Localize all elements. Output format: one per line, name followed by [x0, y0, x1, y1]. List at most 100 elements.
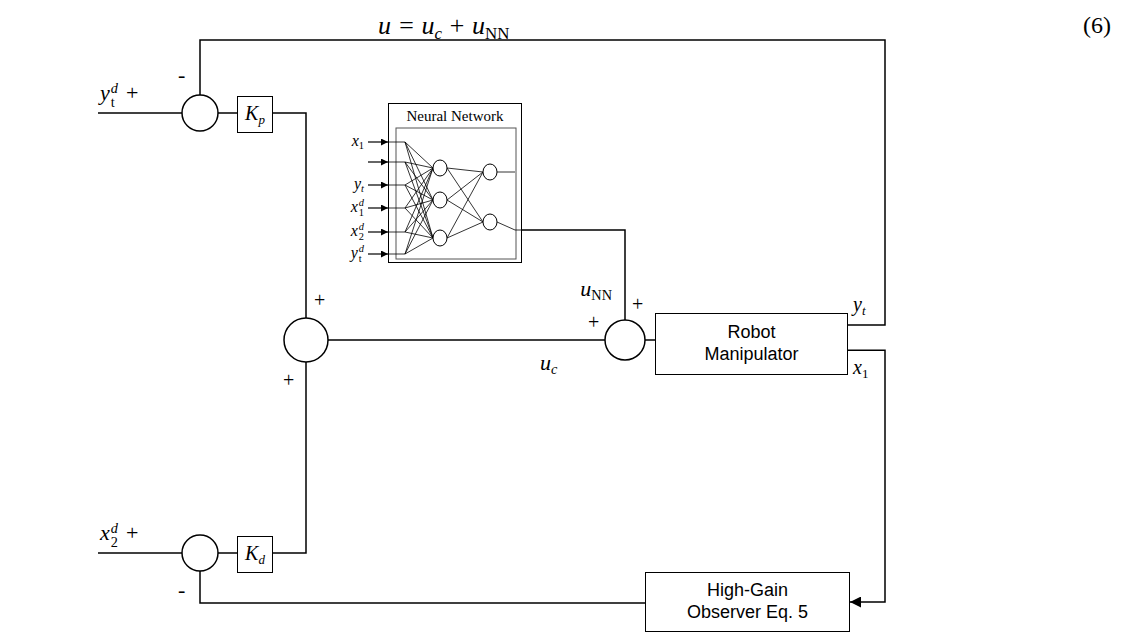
signal-label: xd1 [351, 198, 364, 219]
signal-symbol: + u [448, 11, 485, 40]
signal-symbol: x [100, 520, 110, 545]
signal-symbol: y [100, 80, 110, 105]
signal-symbol: x [351, 222, 358, 239]
node-label: High-Gain Observer Eq. 5 [680, 580, 815, 623]
network-box: Neural Network [388, 103, 522, 263]
signal-symbol: - [178, 577, 185, 602]
signal-symbol: y [354, 175, 361, 192]
plant-box: Robot Manipulator [655, 313, 848, 375]
input-wire [98, 112, 182, 114]
subscript: c [551, 361, 557, 377]
signal-wire [273, 362, 306, 553]
signal-wires [98, 40, 885, 603]
signal-label: - [178, 578, 185, 602]
signal-symbol: x [853, 356, 862, 378]
signal-symbol: x [352, 132, 359, 149]
input-arrow [368, 161, 388, 162]
subscript: t [361, 183, 364, 194]
neuron [483, 164, 497, 180]
signal-symbol: y [351, 244, 358, 261]
neuron [433, 160, 447, 176]
node-text-holder: Neural Network [406, 107, 503, 125]
subscript: t [359, 254, 364, 264]
subscript: 1 [359, 208, 364, 218]
signal-symbol: y [853, 293, 862, 315]
signal-symbol: u [540, 350, 551, 375]
signal-wire [218, 112, 237, 114]
signal-label: xd2+ [100, 521, 138, 550]
node-text-holder: Robot Manipulator [692, 322, 812, 365]
signal-label: + [283, 369, 294, 391]
signal-wire [328, 339, 605, 341]
subscript: t [862, 303, 866, 318]
neural-network-illustration [388, 128, 522, 259]
summing-junction [284, 318, 328, 362]
node-text-holder: Kd [245, 541, 265, 567]
signal-label: yt [354, 175, 364, 195]
signal-label: - [178, 63, 185, 87]
signal-symbol: (6) [1083, 12, 1111, 38]
signal-symbol: - [178, 62, 185, 87]
script-stack: d2 [359, 222, 364, 243]
signal-label: uNN [580, 277, 612, 304]
input-arrow [368, 184, 388, 185]
nn-input-arrows [368, 142, 388, 254]
node-text-holder: Kp [245, 101, 265, 127]
signal-label: uc [540, 351, 557, 378]
signal-wire [273, 113, 306, 318]
neuron [433, 192, 447, 208]
signal-label: (6) [1083, 12, 1111, 38]
subscript: t [111, 95, 118, 109]
signal-symbol: x [351, 198, 358, 215]
input-wire [98, 552, 182, 554]
gain-box: Kd [237, 536, 273, 573]
script-stack: dt [359, 244, 364, 265]
signal-symbol: + [126, 520, 138, 545]
script-stack: dt [111, 81, 118, 110]
signal-wire [218, 552, 237, 554]
superscript: d [359, 244, 364, 254]
script-stack: d1 [359, 198, 364, 219]
input-arrow [368, 231, 388, 232]
observer-box: High-Gain Observer Eq. 5 [645, 572, 850, 632]
signal-connector [848, 350, 885, 602]
subscript: 1 [862, 366, 869, 381]
feedback-wire [200, 571, 645, 603]
summing-junction [605, 320, 645, 360]
signal-label: xd2 [351, 222, 364, 243]
subscript: 2 [111, 535, 118, 549]
neuron [483, 214, 497, 230]
subscript: c [435, 24, 443, 43]
signal-symbol: + [126, 80, 138, 105]
signal-symbol: + [632, 293, 643, 315]
superscript: d [111, 81, 118, 95]
signal-label: u = uc + uNN [378, 12, 510, 44]
signal-wire [522, 230, 625, 320]
subscript: NN [485, 24, 509, 43]
gain-subscript: d [258, 552, 265, 567]
superscript: d [359, 198, 364, 208]
subscript: 2 [359, 232, 364, 242]
signal-label: ydt [351, 244, 364, 265]
signal-symbol: u = u [378, 11, 435, 40]
signal-label: yt [853, 293, 866, 318]
input-arrow [368, 207, 388, 208]
gain-subscript: p [258, 112, 265, 127]
signal-symbol: + [283, 369, 294, 391]
signal-label: + [588, 311, 599, 333]
summing-junction [182, 95, 218, 131]
superscript: d [359, 222, 364, 232]
node-label: Robot Manipulator [692, 322, 812, 365]
subscript: NN [591, 287, 612, 303]
signal-label: x1 [853, 356, 868, 381]
signal-symbol: + [314, 289, 325, 311]
gain-box: Kp [237, 96, 273, 133]
network-links [388, 142, 522, 254]
input-arrow [368, 253, 388, 254]
signal-wire [645, 339, 655, 341]
signal-label: + [632, 293, 643, 315]
signal-symbol: u [580, 276, 591, 301]
